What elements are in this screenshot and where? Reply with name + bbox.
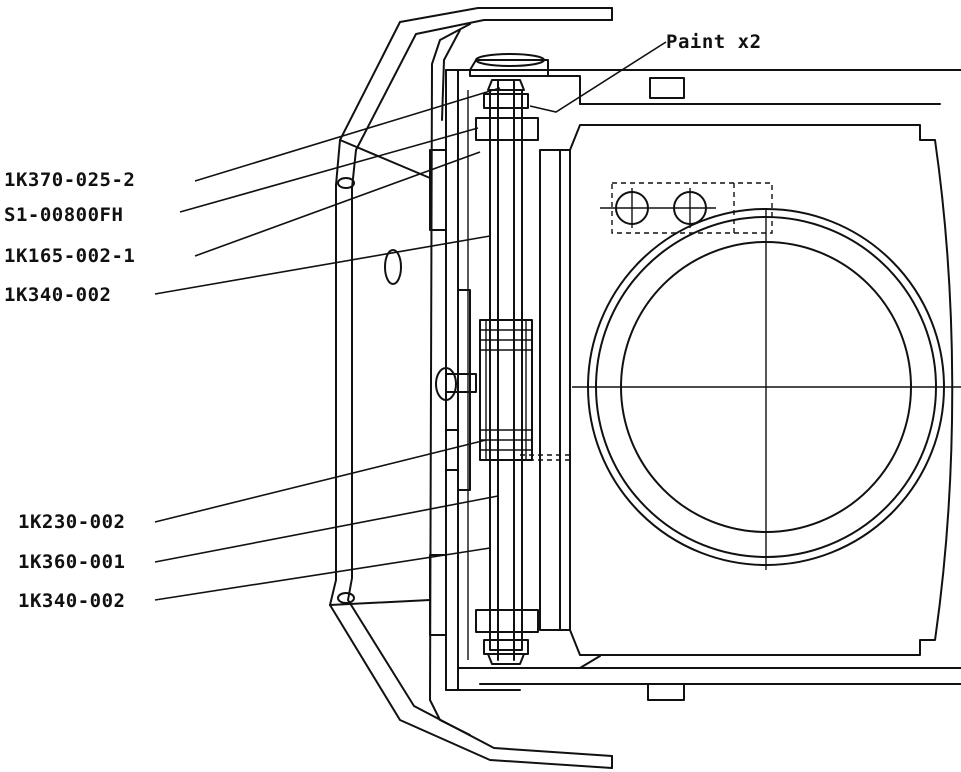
callout-1k340-002-upper: 1K340-002 bbox=[4, 284, 111, 306]
knob-icon bbox=[435, 367, 457, 401]
rails bbox=[469, 69, 961, 685]
callout-paint: Paint x2 bbox=[666, 31, 762, 53]
connector-block bbox=[600, 182, 773, 234]
callout-1k165-002-1: 1K165-002-1 bbox=[4, 245, 135, 267]
callout-1k230-002: 1K230-002 bbox=[18, 511, 125, 533]
callout-1k340-002-lower: 1K340-002 bbox=[18, 590, 125, 612]
outer-bracket bbox=[329, 7, 613, 769]
circular-window bbox=[572, 208, 961, 570]
hole-icon bbox=[384, 249, 402, 285]
shaft-assembly bbox=[475, 79, 539, 665]
housing bbox=[520, 124, 954, 656]
callout-1k360-001: 1K360-001 bbox=[18, 551, 125, 573]
leader-lines bbox=[154, 41, 667, 601]
side-plate bbox=[384, 69, 521, 691]
callout-s1-00800fh: S1-00800FH bbox=[4, 204, 123, 226]
callout-1k370-025-2: 1K370-025-2 bbox=[4, 169, 135, 191]
